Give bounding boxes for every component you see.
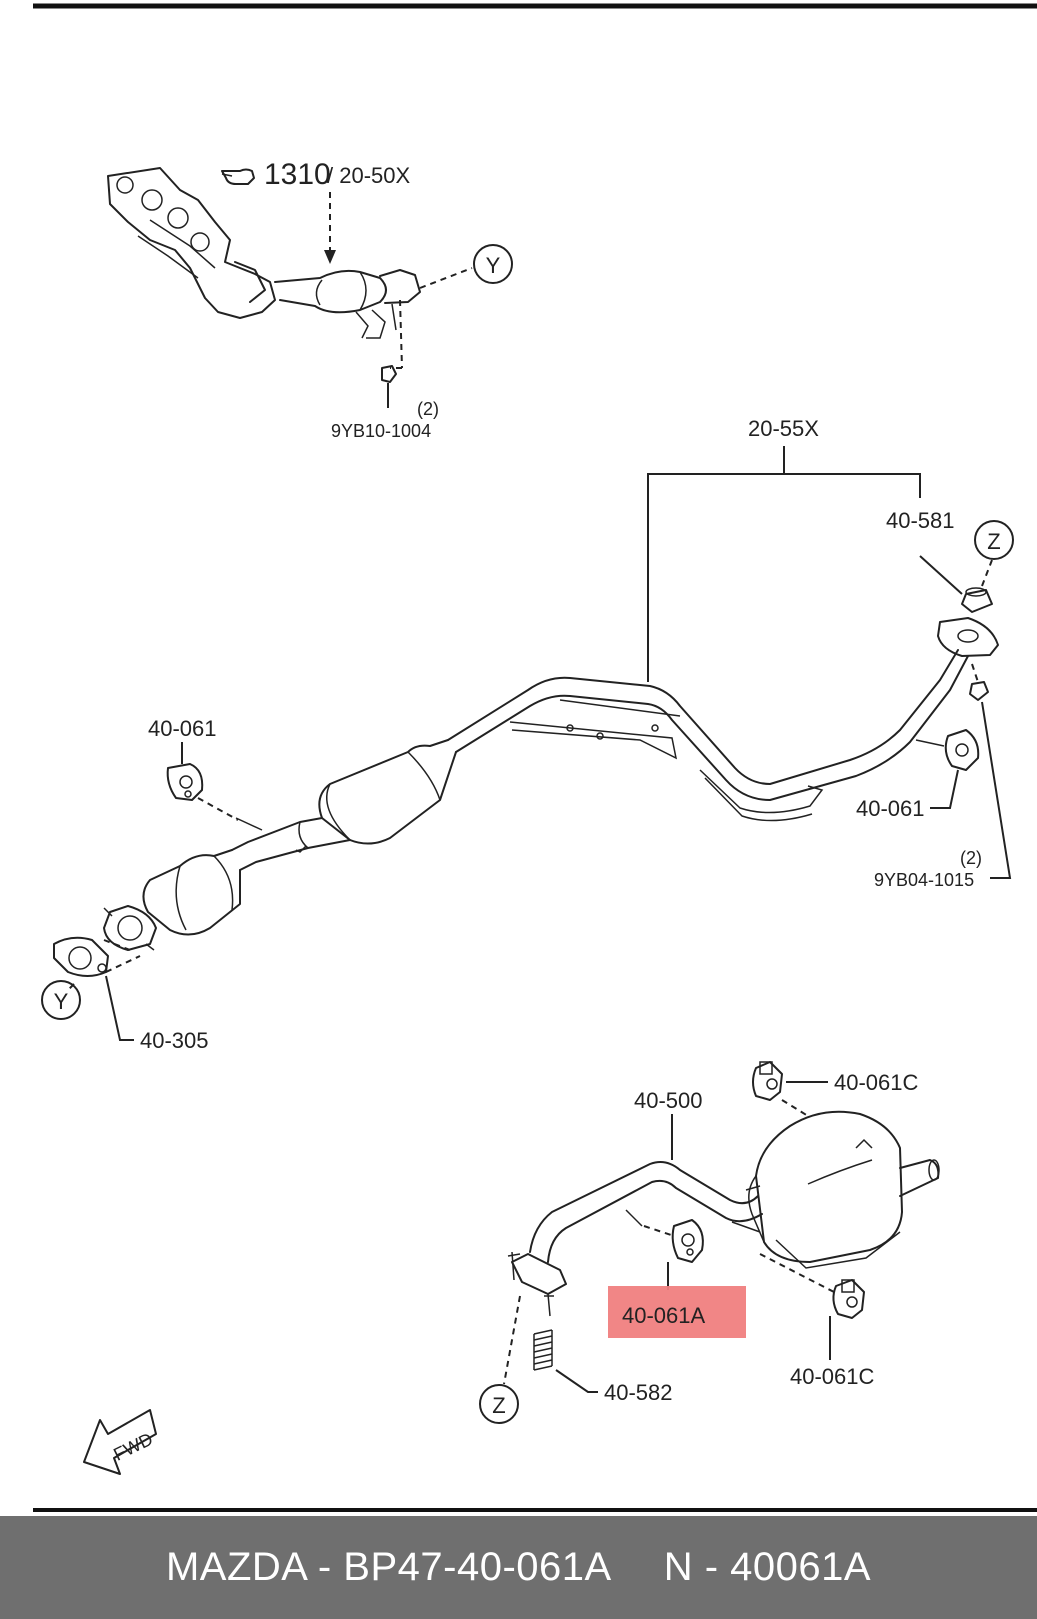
rubber-hanger-right-icon bbox=[944, 729, 980, 771]
fwd-label: FWD bbox=[110, 1429, 156, 1465]
spring-icon bbox=[533, 1329, 553, 1371]
z-bottom-circle bbox=[479, 1384, 519, 1424]
pipe-assy-bracket bbox=[647, 473, 921, 682]
front-gasket-label: 40-305 bbox=[140, 1028, 209, 1053]
nut-top-label: 9YB10-1004 bbox=[331, 421, 431, 441]
z-bottom-label: Z bbox=[492, 1393, 505, 1418]
z-bottom-dash bbox=[503, 1295, 521, 1385]
hanger-highlight-box bbox=[608, 1286, 746, 1338]
flange-dash-1 bbox=[103, 939, 131, 951]
hanger-clip-bottom-label: 40-061C bbox=[790, 1364, 875, 1389]
spring-leader bbox=[555, 1369, 598, 1393]
hanger-clip-top-icon bbox=[752, 1061, 783, 1101]
nut-right-leader bbox=[981, 701, 1012, 879]
hanger-right-label: 40-061 bbox=[856, 796, 925, 821]
hanger-clip-bottom-icon bbox=[832, 1279, 865, 1319]
fwd-arrow-icon: FWD bbox=[83, 1409, 157, 1475]
hanger-clip-top-label: 40-061C bbox=[834, 1070, 919, 1095]
pipe-assy-label: 20-55X bbox=[748, 416, 819, 441]
spring-label: 40-582 bbox=[604, 1380, 673, 1405]
part-number-footer: MAZDA - BP47-40-061A N - 40061A bbox=[0, 1516, 1037, 1619]
muffler-label: 40-500 bbox=[634, 1088, 703, 1113]
muffler bbox=[507, 1110, 940, 1317]
hanger-left-dash bbox=[197, 797, 239, 821]
manifold-ref-sub: / 20-50X bbox=[327, 163, 410, 188]
rubber-hanger-icon bbox=[166, 763, 204, 801]
manifold-ref-number: 1310 bbox=[264, 158, 331, 191]
gasket-top-leader bbox=[919, 555, 963, 595]
nut-right-dash bbox=[971, 663, 979, 683]
nut-right-label: 9YB04-1015 bbox=[874, 870, 974, 890]
alt-part-number: N - 40061A bbox=[663, 1545, 872, 1589]
y-left-label: Y bbox=[54, 989, 69, 1014]
nut-top-leader bbox=[399, 299, 403, 369]
front-gasket-leader bbox=[105, 975, 134, 1041]
y-top-circle bbox=[473, 244, 513, 284]
front-gasket bbox=[53, 936, 109, 977]
nut-top-qty: (2) bbox=[417, 399, 439, 419]
nut-icon bbox=[381, 365, 397, 383]
hanger-left-label: 40-061 bbox=[148, 716, 217, 741]
manifold-arrowhead bbox=[324, 250, 336, 264]
flange-dash-2 bbox=[105, 955, 141, 973]
hanger-left-rod bbox=[235, 817, 263, 831]
gasket-ring-icon bbox=[961, 587, 993, 613]
y-left-circle bbox=[41, 980, 81, 1020]
front-pipe bbox=[103, 617, 999, 951]
hanger-right-rod bbox=[915, 739, 945, 747]
hanger-clip-bottom-dash bbox=[759, 1253, 835, 1293]
y-top-leader bbox=[419, 267, 473, 289]
hanger-highlight-icon bbox=[671, 1219, 704, 1263]
nut-right-qty: (2) bbox=[960, 848, 982, 868]
hanger-clip-top-dash bbox=[781, 1099, 809, 1117]
z-right-label: Z bbox=[987, 529, 1000, 554]
pointing-hand-icon bbox=[221, 168, 255, 185]
y-top-label: Y bbox=[486, 253, 501, 278]
brand-part-number: MAZDA - BP47-40-061A bbox=[165, 1545, 612, 1589]
nut-right-icon bbox=[969, 681, 989, 701]
z-right-circle bbox=[974, 520, 1014, 560]
hanger-right-leader bbox=[930, 769, 959, 809]
hanger-highlight-label: 40-061A bbox=[622, 1303, 706, 1328]
exhaust-manifold bbox=[107, 167, 421, 339]
exhaust-parts-diagram: 1310 / 20-50X Y (2) 9YB10-1004 20-55X bbox=[33, 3, 1037, 1512]
z-right-leader bbox=[981, 559, 993, 587]
gasket-top-label: 40-581 bbox=[886, 508, 955, 533]
hanger-highlight-dash bbox=[643, 1225, 675, 1237]
